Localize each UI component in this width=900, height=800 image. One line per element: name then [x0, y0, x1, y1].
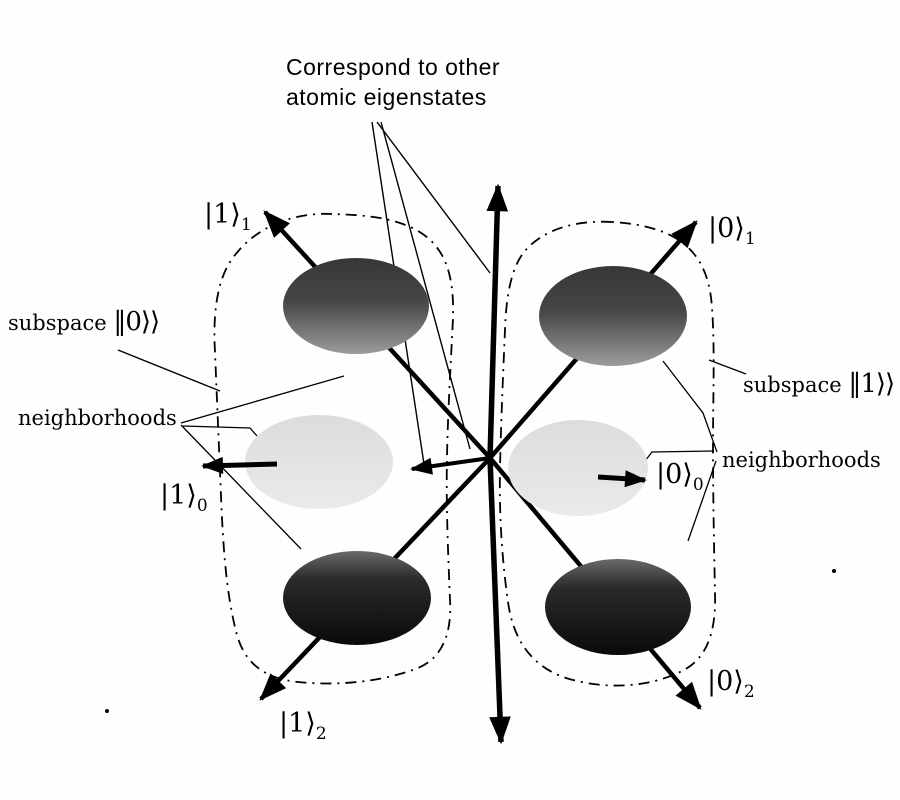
- neighborhoods-right-label: neighborhoods: [722, 448, 881, 472]
- ket-base: |1⟩: [279, 708, 316, 739]
- subspace-1-ket: ‖1⟩⟩: [848, 369, 895, 399]
- annotation-line-1: Correspond to other: [286, 54, 501, 80]
- ket-subscript: 1: [744, 229, 756, 249]
- subspace-0-word: subspace: [8, 311, 107, 335]
- neighborhoods-left-pointer-top: [180, 375, 345, 424]
- ket-subscript: 0: [692, 475, 704, 495]
- annotation-pointer-to-axis: [376, 121, 491, 274]
- subspace-1-word: subspace: [743, 373, 842, 397]
- ket-base: |0⟩: [656, 459, 693, 490]
- ket-label-1-sub0: |1⟩0: [160, 481, 208, 516]
- ket-base: |1⟩: [204, 199, 241, 230]
- subspace-0-ket: ‖0⟩⟩: [113, 307, 160, 337]
- neighborhood-ellipse-right-top: [539, 266, 687, 366]
- neighborhoods-left-pointer-mid: [182, 425, 258, 437]
- axis-1-0-arrow: [201, 456, 278, 475]
- speck-left: [105, 709, 109, 713]
- annotation-top: Correspond to other atomic eigenstates: [286, 52, 500, 112]
- axis-0-0-arrow: [597, 470, 647, 488]
- axis-up-arrow: [486, 183, 509, 459]
- neighborhood-ellipse-left-top: [283, 258, 429, 354]
- subspace-0-pointer: [117, 349, 221, 392]
- ket-base: |0⟩: [708, 213, 745, 244]
- ket-subscript: 2: [743, 682, 755, 702]
- neighborhoods-left-label: neighborhoods: [18, 406, 177, 430]
- ket-label-1-sub2: |1⟩2: [279, 709, 327, 744]
- axis-down-arrow: [487, 457, 511, 745]
- subspace-0-boundary: [213, 212, 455, 685]
- ket-subscript: 1: [240, 215, 252, 235]
- neighborhood-ellipse-left-mid: [245, 415, 393, 509]
- subspace-1-pointer: [708, 359, 747, 375]
- subspace-1-label: subspace ‖1⟩⟩: [743, 369, 895, 399]
- speck-right: [832, 569, 836, 573]
- ket-label-1-sub1: |1⟩1: [204, 200, 252, 235]
- annotation-pointer-to-center-2: [380, 121, 471, 450]
- neighborhoods-left-pointer-bottom: [180, 424, 302, 550]
- neighborhood-ellipse-right-bottom: [545, 559, 691, 655]
- annotation-line-2: atomic eigenstates: [286, 84, 487, 110]
- neighborhoods-right-pointer-mid: [644, 450, 715, 462]
- neighborhoods-right-pointer-bottom: [687, 460, 717, 542]
- subspace-0-label: subspace ‖0⟩⟩: [8, 307, 160, 337]
- ket-label-0-sub0: |0⟩0: [656, 460, 704, 495]
- ket-base: |1⟩: [160, 480, 197, 511]
- neighborhoods-right-pointer-top: [662, 360, 718, 453]
- other-eigenstate-arrow: [410, 456, 491, 475]
- ket-base: |0⟩: [707, 666, 744, 697]
- ket-label-0-sub1: |0⟩1: [708, 214, 756, 249]
- ket-label-0-sub2: |0⟩2: [707, 667, 755, 702]
- neighborhood-ellipse-right-mid: [508, 420, 648, 516]
- ket-subscript: 0: [196, 496, 208, 516]
- neighborhood-ellipse-left-bottom: [283, 551, 431, 645]
- subspace-1-boundary: [498, 220, 716, 687]
- ket-subscript: 2: [315, 724, 327, 744]
